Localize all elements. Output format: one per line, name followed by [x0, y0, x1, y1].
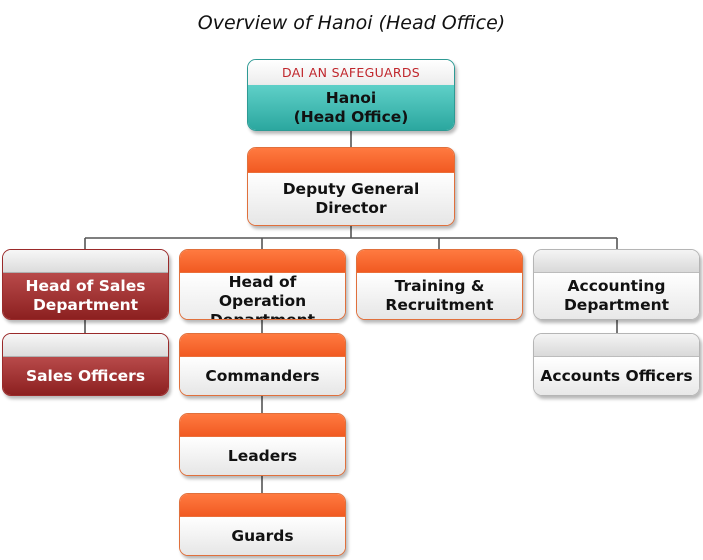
- node-label: Hanoi (Head Office): [248, 85, 454, 130]
- diagram-title: Overview of Hanoi (Head Office): [197, 12, 506, 34]
- node-guards: Guards: [179, 493, 346, 556]
- node-label: Sales Officers: [3, 357, 168, 395]
- node-leaders: Leaders: [179, 413, 346, 476]
- node-label: Deputy General Director: [248, 173, 454, 225]
- brand-label: DAI AN SAFEGUARDS: [248, 60, 454, 85]
- node-label: Leaders: [180, 437, 345, 475]
- node-label: Training & Recruitment: [357, 273, 522, 319]
- node-training-recruitment: Training & Recruitment: [356, 249, 523, 320]
- node-head-of-sales: Head of Sales Department: [2, 249, 169, 320]
- node-commanders: Commanders: [179, 333, 346, 396]
- node-accounting-department: Accounting Department: [533, 249, 700, 320]
- node-label: Accounts Officers: [534, 357, 699, 395]
- node-label: Guards: [180, 517, 345, 555]
- node-hanoi-head-office: DAI AN SAFEGUARDS Hanoi (Head Office): [247, 59, 455, 131]
- node-label: Accounting Department: [534, 273, 699, 319]
- node-label: Head of Sales Department: [3, 273, 168, 319]
- node-deputy-general-director: Deputy General Director: [247, 147, 455, 226]
- node-label: Head of Operation Department: [180, 273, 345, 319]
- node-head-of-operation: Head of Operation Department: [179, 249, 346, 320]
- node-accounts-officers: Accounts Officers: [533, 333, 700, 396]
- node-sales-officers: Sales Officers: [2, 333, 169, 396]
- node-label: Commanders: [180, 357, 345, 395]
